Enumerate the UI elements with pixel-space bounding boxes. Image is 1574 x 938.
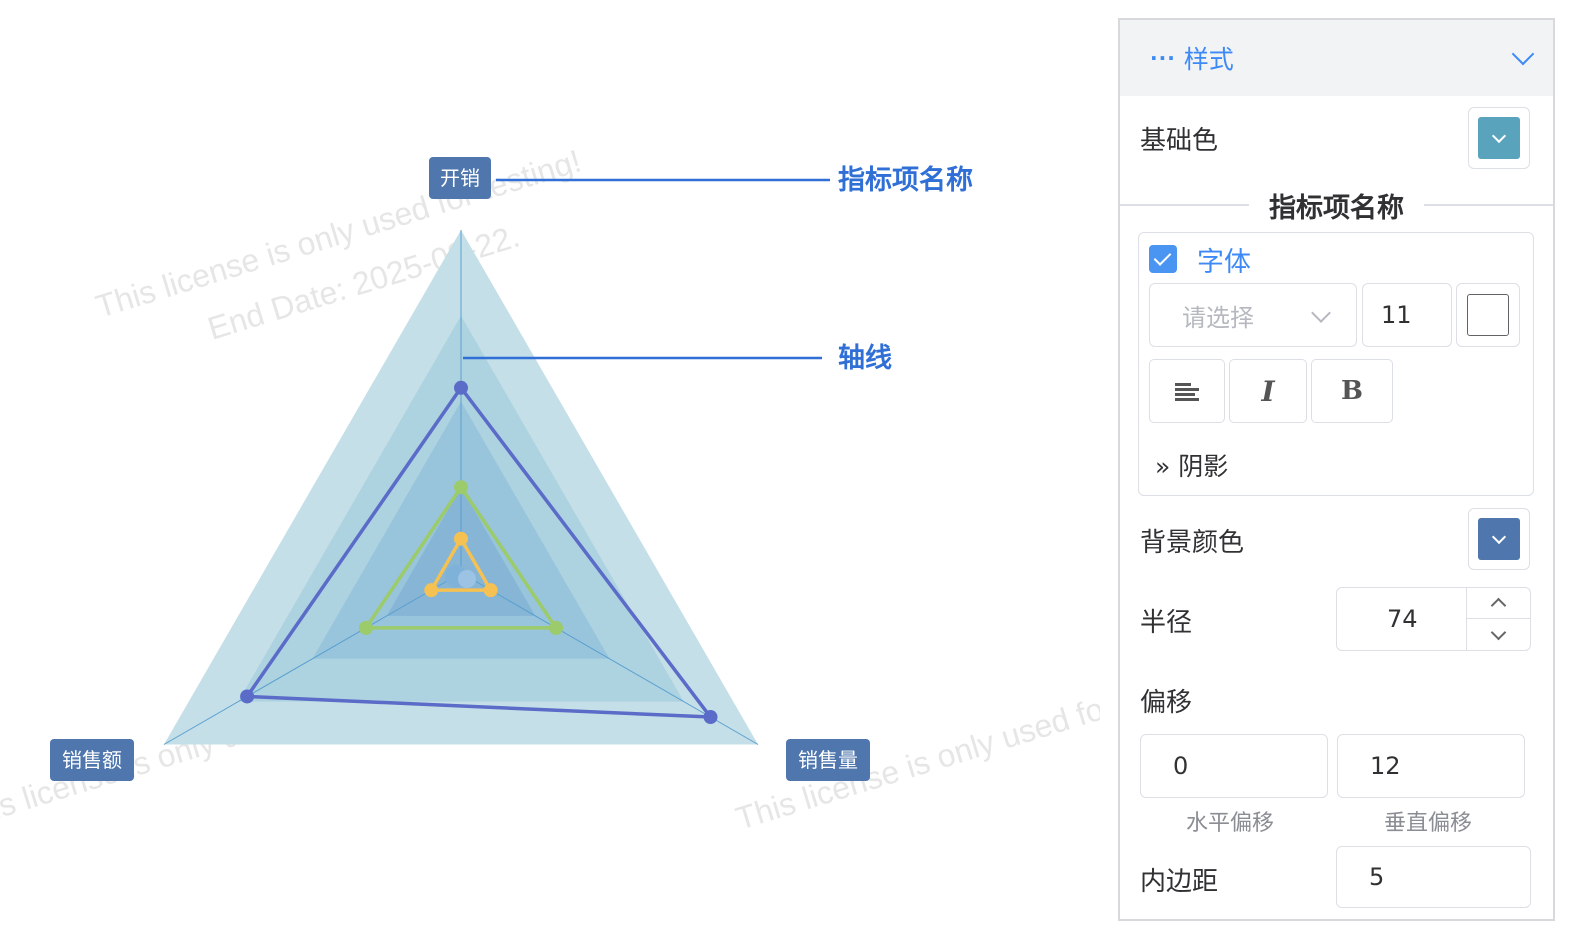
radar-chart: This license is only used for testing!En… — [0, 143, 1100, 837]
series-point — [240, 689, 255, 704]
bg-color-row: 背景颜色 — [1140, 522, 1244, 559]
indicator-label-box — [429, 157, 491, 199]
style-panel: ··· 样式 基础色 指标项名称 字体 请选择 11 — [1118, 18, 1555, 921]
font-settings-box: 字体 请选择 11 I B » 阴影 — [1138, 232, 1534, 496]
bg-color-picker[interactable] — [1468, 508, 1530, 570]
offset-label: 偏移 — [1140, 688, 1193, 718]
align-left-icon — [1175, 383, 1199, 401]
style-section-header[interactable]: ··· 样式 — [1120, 20, 1553, 96]
text-align-button[interactable] — [1149, 359, 1225, 423]
offset-row: 偏移 — [1140, 682, 1192, 719]
font-family-select[interactable]: 请选择 — [1149, 283, 1357, 347]
font-checkbox-label[interactable]: 字体 — [1197, 247, 1251, 278]
bold-icon: B — [1341, 376, 1363, 406]
chevron-down-icon — [1311, 303, 1331, 323]
italic-button[interactable]: I — [1229, 359, 1307, 423]
indicator-label: 销售额 — [62, 748, 122, 772]
indicator-name-title: 指标项名称 — [1269, 192, 1404, 224]
padding-input[interactable]: 5 — [1336, 846, 1531, 908]
offset-x-input[interactable]: 0 — [1140, 734, 1328, 798]
stepper-arrows — [1466, 588, 1530, 650]
indicator-name-divider: 指标项名称 — [1120, 185, 1553, 225]
indicator-label: 开销 — [440, 166, 480, 190]
base-color-swatch — [1478, 117, 1520, 159]
radius-stepper[interactable]: 74 — [1336, 587, 1531, 651]
series-line — [245, 386, 713, 719]
series-point — [483, 583, 498, 598]
font-color-picker[interactable] — [1456, 283, 1520, 347]
radius-label: 半径 — [1140, 608, 1193, 638]
base-color-label: 基础色 — [1140, 126, 1219, 156]
style-section-title: 样式 — [1183, 45, 1234, 74]
font-checkbox[interactable] — [1149, 245, 1177, 273]
chevron-down-icon[interactable] — [1511, 42, 1535, 66]
indicator-label: 销售量 — [798, 748, 858, 772]
series-point — [424, 583, 439, 598]
series-point — [454, 380, 468, 395]
font-color-swatch — [1467, 294, 1509, 336]
series-line — [429, 536, 493, 592]
callout-label: 轴线 — [838, 343, 892, 374]
offset-y-input[interactable]: 12 — [1337, 734, 1525, 798]
padding-row: 内边距 — [1140, 861, 1218, 898]
radar-svg: This license is only used for testing!En… — [0, 143, 1100, 837]
series-point — [454, 531, 468, 546]
shadow-label: 阴影 — [1178, 452, 1229, 481]
bg-color-swatch — [1478, 518, 1520, 560]
series-point — [549, 620, 564, 635]
chevron-up-icon — [1490, 597, 1507, 614]
font-size-input[interactable]: 11 — [1362, 283, 1452, 347]
base-color-row: 基础色 — [1140, 120, 1218, 157]
series-point — [703, 710, 718, 725]
offset-y-value: 12 — [1370, 752, 1401, 780]
chevron-down-icon — [1491, 128, 1507, 143]
series-point — [358, 620, 373, 635]
font-size-value: 11 — [1381, 301, 1412, 329]
font-family-placeholder: 请选择 — [1182, 303, 1254, 332]
chevron-down-icon — [1490, 624, 1507, 640]
italic-icon: I — [1261, 374, 1275, 408]
divider-line — [1120, 204, 1249, 206]
offset-y-label: 垂直偏移 — [1384, 811, 1473, 836]
padding-value: 5 — [1369, 863, 1385, 891]
axis-line — [163, 572, 462, 745]
radius-row: 半径 — [1140, 602, 1192, 639]
double-chevron-right-icon: » — [1155, 452, 1171, 481]
padding-label: 内边距 — [1140, 867, 1219, 897]
divider-line — [1424, 204, 1553, 206]
series-point — [454, 480, 468, 495]
center-dot — [458, 570, 476, 588]
bg-color-label: 背景颜色 — [1140, 528, 1245, 558]
base-color-picker[interactable] — [1468, 107, 1530, 169]
shadow-toggle[interactable]: » 阴影 — [1155, 447, 1228, 483]
chevron-down-icon — [1491, 529, 1507, 544]
bold-button[interactable]: B — [1311, 359, 1393, 423]
radius-value: 74 — [1387, 605, 1418, 633]
offset-x-label: 水平偏移 — [1186, 811, 1275, 836]
offset-x-value: 0 — [1173, 752, 1189, 780]
series-line — [364, 485, 558, 630]
indicator-label-box — [786, 739, 870, 781]
decrement-button[interactable] — [1467, 619, 1530, 650]
callout-label: 指标项名称 — [838, 164, 973, 196]
increment-button[interactable] — [1467, 588, 1530, 619]
more-dots-icon: ··· — [1150, 46, 1176, 70]
indicator-label-box — [50, 739, 134, 781]
